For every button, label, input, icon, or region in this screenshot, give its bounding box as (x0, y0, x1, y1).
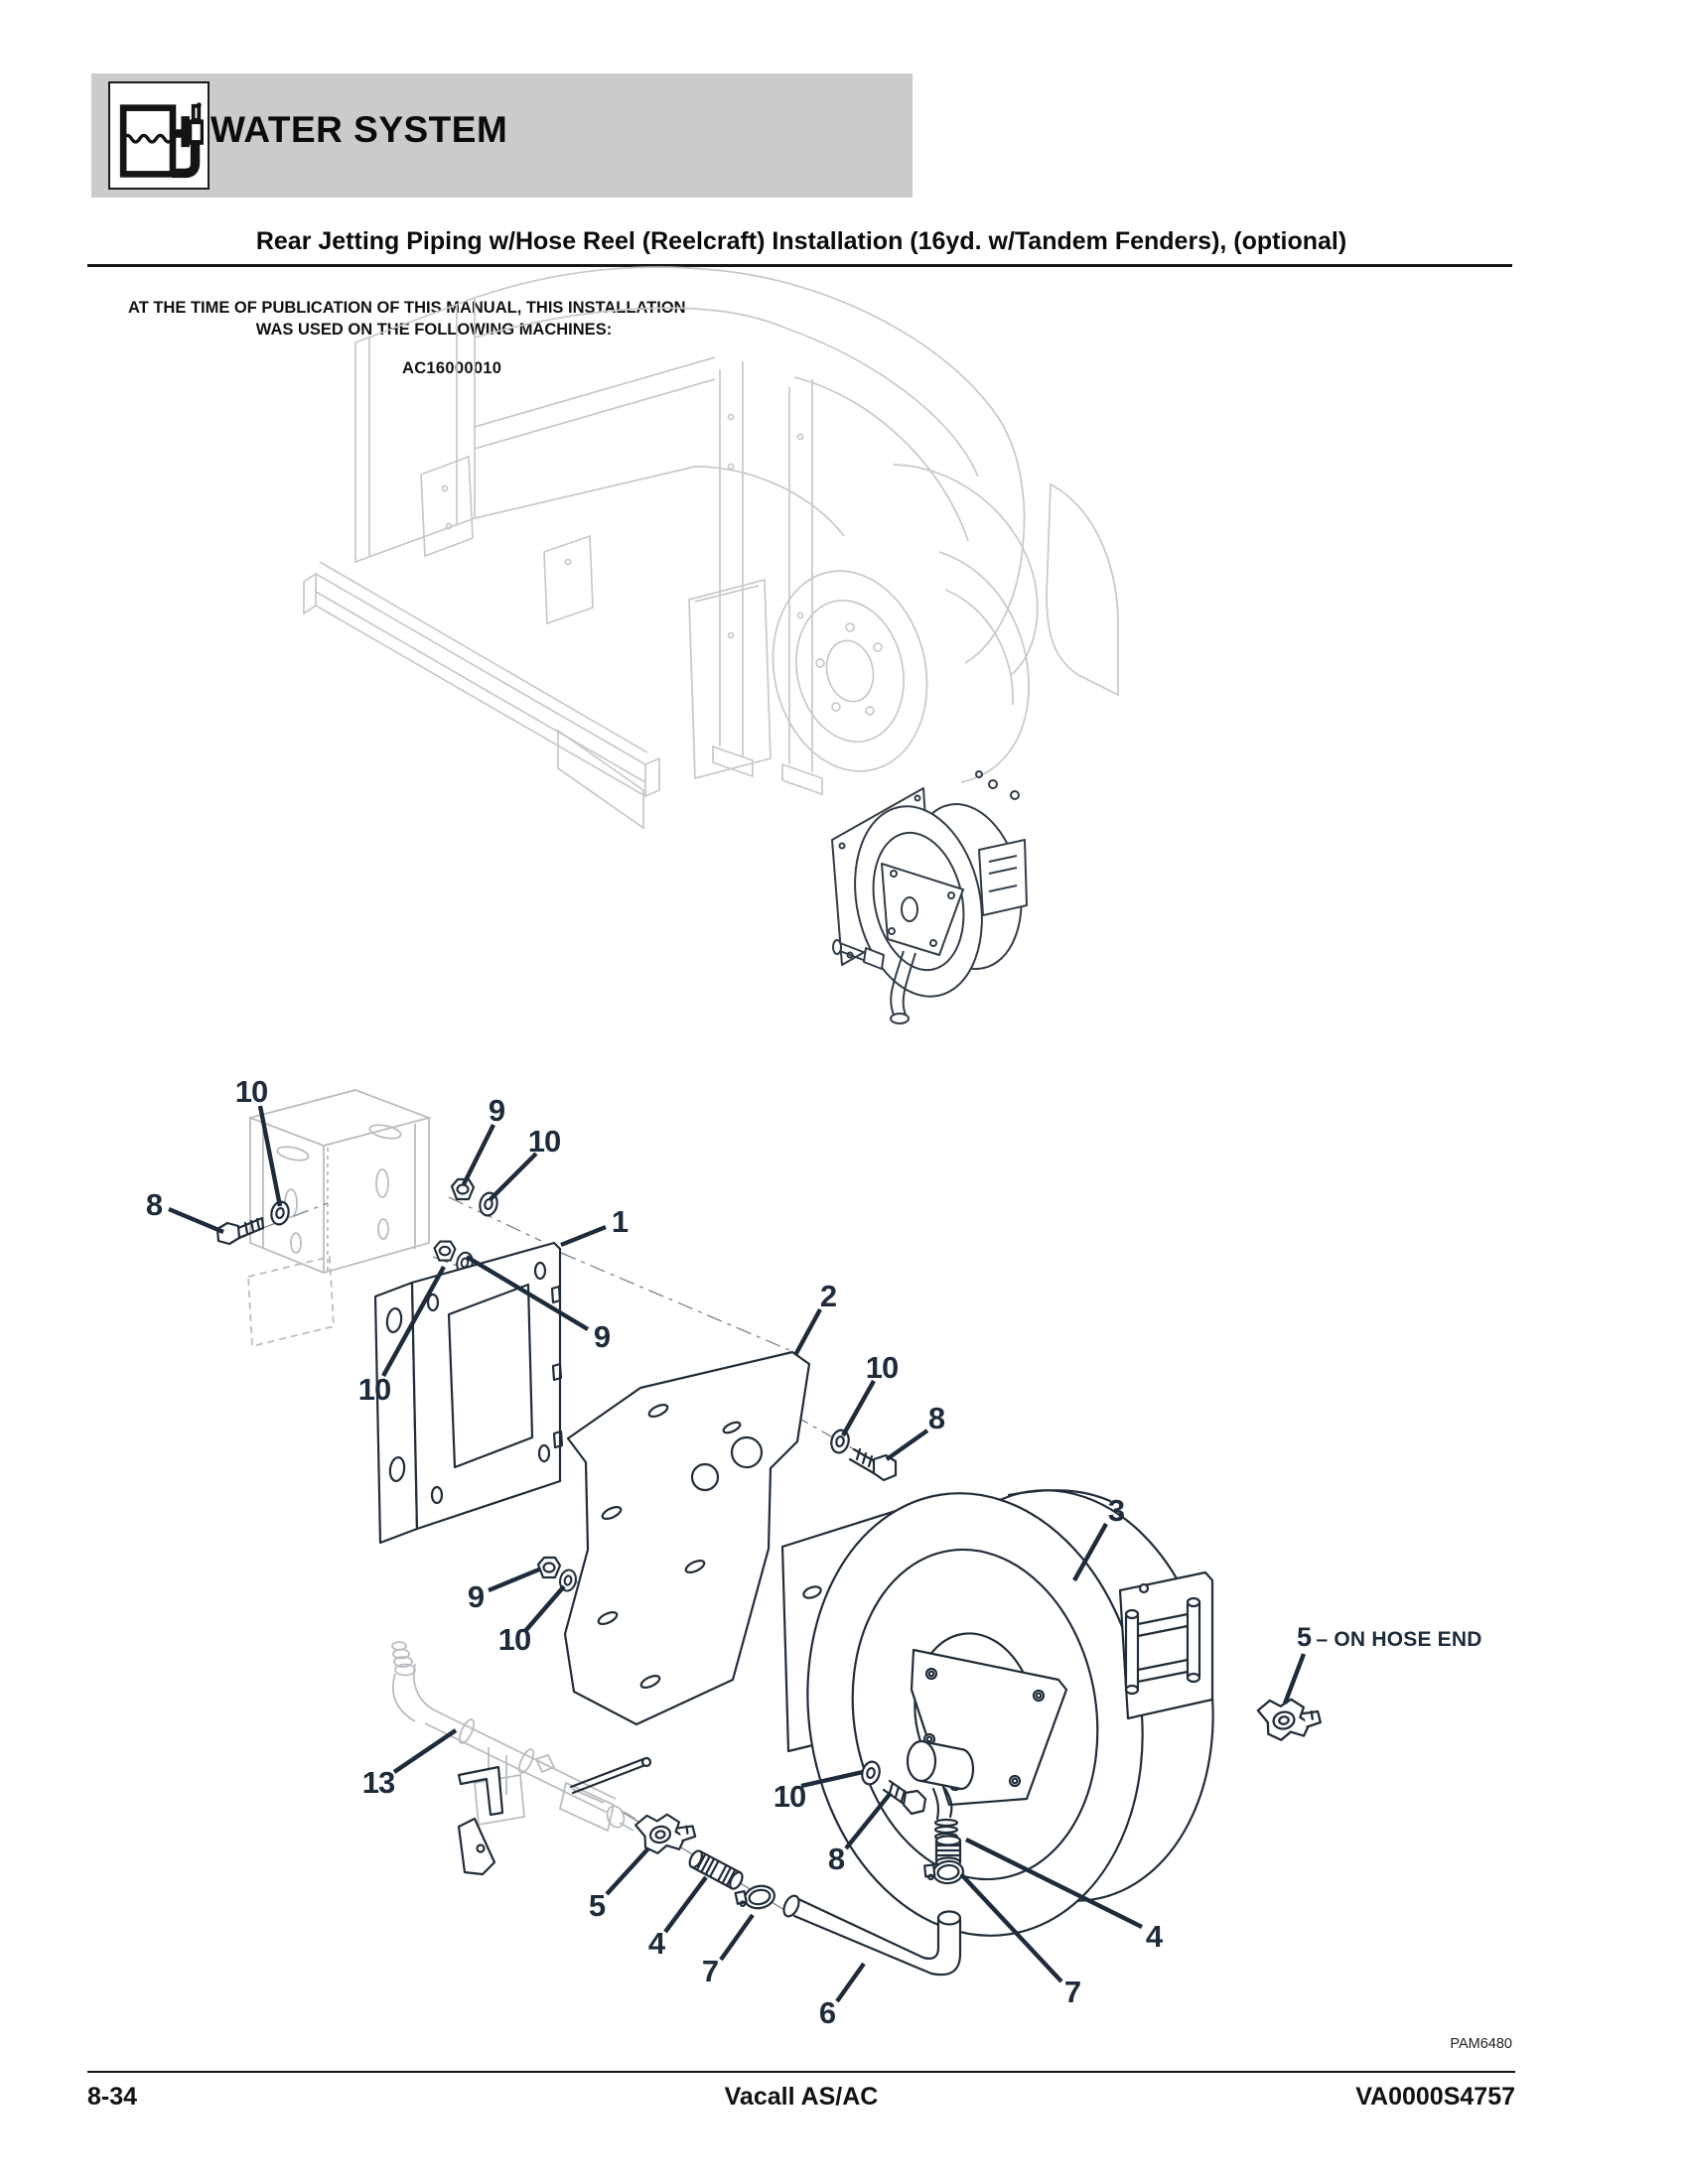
callout-label-1: 1 (611, 1204, 629, 1239)
callout-label-10: 10 (497, 1622, 531, 1657)
footer-page-number: 8-34 (87, 2083, 138, 2111)
callout-label-2: 2 (819, 1279, 837, 1313)
water-system-icon (108, 81, 210, 190)
hose-end-text: – ON HOSE END (1316, 1628, 1482, 1651)
section-title: WATER SYSTEM (211, 109, 508, 150)
callout-label-8: 8 (145, 1187, 163, 1222)
footer-model: Vacall AS/AC (724, 2083, 879, 2111)
callout-label-3: 3 (1107, 1493, 1125, 1528)
callout-label-10: 10 (234, 1074, 268, 1109)
callout-label-10: 10 (865, 1350, 899, 1385)
machine-id: AC16000010 (402, 359, 502, 377)
callout-label-13: 13 (361, 1765, 395, 1800)
callout-label-9: 9 (593, 1319, 611, 1354)
callout-label-8: 8 (927, 1401, 945, 1435)
ghost-channel-bracket (247, 1089, 432, 1348)
callout-label-9: 9 (488, 1093, 505, 1128)
intro-line-1: AT THE TIME OF PUBLICATION OF THIS MANUA… (128, 299, 686, 317)
callout-label-7: 7 (701, 1954, 719, 1988)
section-header-bar: WATER SYSTEM (91, 73, 913, 198)
callout-label-4: 4 (1145, 1919, 1163, 1954)
page-subtitle: Rear Jetting Piping w/Hose Reel (Reelcra… (255, 227, 1347, 255)
ghost-jetting-pipe (391, 1641, 636, 1833)
callout-leaders (168, 1105, 1307, 2003)
callout-label-8: 8 (827, 1842, 845, 1876)
callout-5-on-hose-end: 5 – ON HOSE END (1297, 1622, 1482, 1653)
callout-label-10: 10 (773, 1779, 806, 1814)
callout-label-7: 7 (1063, 1975, 1081, 2009)
callout-label-5: 5 (588, 1888, 606, 1923)
callout-label-9: 9 (467, 1579, 485, 1614)
water-tank-icon-art (119, 102, 206, 179)
callout-label-6: 6 (818, 1995, 836, 2030)
footer-rule (87, 2071, 1515, 2073)
exploded-parts (215, 1177, 1325, 1977)
truck-illustration (303, 266, 1119, 830)
hose-end-number: 5 (1297, 1622, 1313, 1652)
callout-label-10: 10 (527, 1124, 561, 1159)
figure-code: PAM6480 (1450, 2036, 1512, 2052)
subtitle-rule (87, 264, 1512, 267)
hose-reel-on-truck (831, 770, 1028, 1024)
callout-label-4: 4 (647, 1926, 665, 1961)
footer-document-number: VA0000S4757 (1355, 2083, 1515, 2111)
callout-label-10: 10 (357, 1372, 391, 1407)
